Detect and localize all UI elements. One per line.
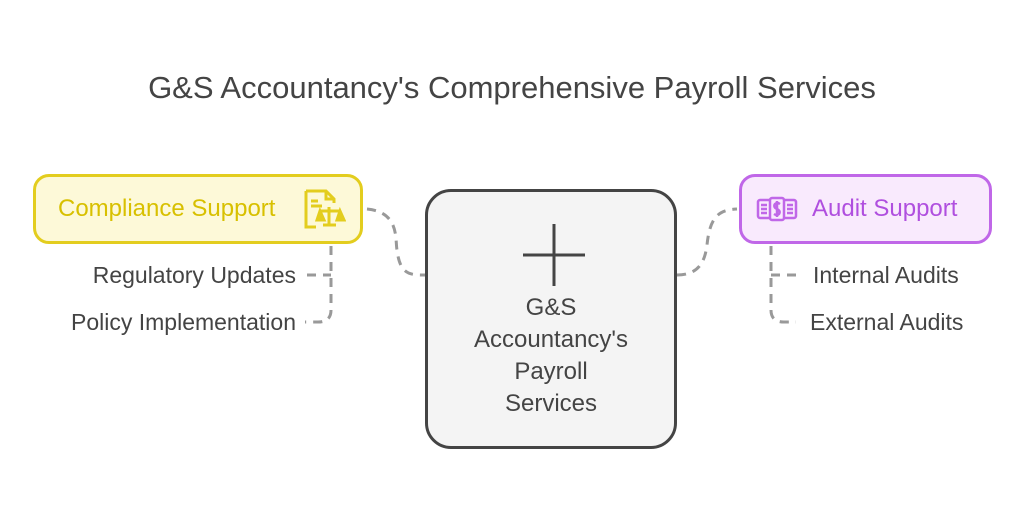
audit-support-label: Audit Support: [812, 195, 958, 222]
payroll-services-node: G&S Accountancy's Payroll Services: [425, 189, 677, 449]
center-line-3: Payroll: [514, 358, 588, 385]
policy-implementation: Policy Implementation: [71, 309, 296, 335]
center-line-1: G&S: [525, 294, 577, 321]
connector-policy: [305, 246, 333, 324]
money-stack-icon: [756, 196, 798, 222]
diagram-title: G&S Accountancy's Comprehensive Payroll …: [148, 70, 876, 105]
audit-support-node: Audit Support: [739, 174, 992, 244]
regulatory-updates: Regulatory Updates: [92, 262, 296, 288]
connector-external: [769, 246, 796, 324]
internal-audits: Internal Audits: [813, 262, 959, 288]
plus-icon: [523, 224, 585, 286]
document-scales-icon: [304, 189, 346, 229]
compliance-support-label: Compliance Support: [58, 195, 276, 222]
connector-right: [676, 207, 738, 277]
center-line-4: Services: [504, 390, 598, 417]
connector-left: [366, 207, 426, 277]
center-line-2: Accountancy's: [474, 326, 628, 353]
external-audits: External Audits: [810, 309, 964, 335]
compliance-support-node: Compliance Support: [33, 174, 363, 244]
